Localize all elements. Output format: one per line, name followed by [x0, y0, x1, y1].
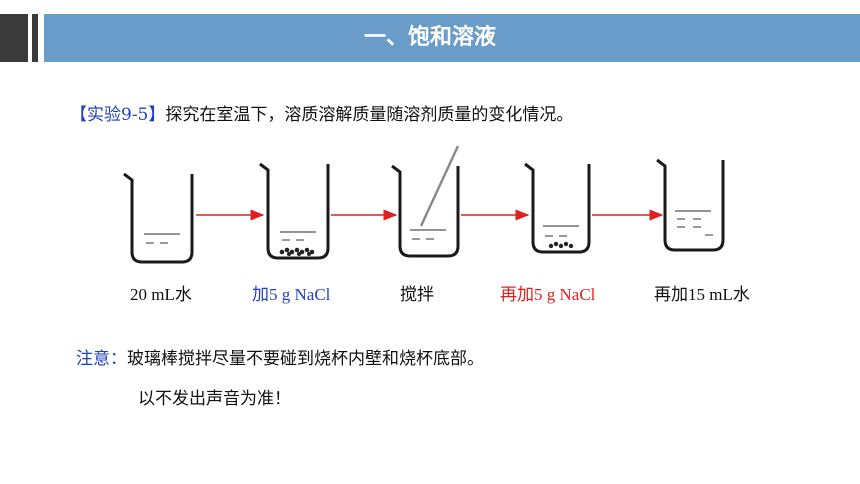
- note-line-2: 以不发出声音为准！: [138, 389, 291, 409]
- caption-step-3: 搅拌: [400, 285, 434, 304]
- note-tag: 注意：: [76, 349, 127, 369]
- glass-rod: [419, 145, 460, 227]
- beaker-1-water: [123, 172, 194, 264]
- beaker-3-stirring: [391, 145, 460, 258]
- experiment-intro: 【实验9-5】探究在室温下，溶质溶解质量随溶剂质量的变化情况。: [70, 100, 573, 125]
- header-left-block: [0, 14, 28, 62]
- beaker-2-nacl: [259, 162, 330, 260]
- caption-step-5: 再加15 mL水: [654, 285, 750, 304]
- section-title: 一、饱和溶液: [363, 25, 496, 50]
- experiment-text: 探究在室温下，溶质溶解质量随溶剂质量的变化情况。: [165, 105, 574, 125]
- note-line-1: 注意：玻璃棒搅拌尽量不要碰到烧杯内壁和烧杯底部。: [76, 344, 484, 369]
- experiment-tag: 【实验9-5】: [70, 105, 166, 125]
- caption-step-4: 再加5 g NaCl: [500, 285, 596, 304]
- beaker-5-more-water: [656, 158, 725, 252]
- note-text-1: 玻璃棒搅拌尽量不要碰到烧杯内壁和烧杯底部。: [127, 349, 484, 369]
- beaker-4-more-nacl: [524, 162, 591, 254]
- caption-step-2: 加5 g NaCl: [252, 285, 331, 304]
- header-band: [44, 14, 860, 62]
- header-left-bar: [32, 14, 38, 62]
- caption-step-1: 20 mL水: [130, 285, 192, 304]
